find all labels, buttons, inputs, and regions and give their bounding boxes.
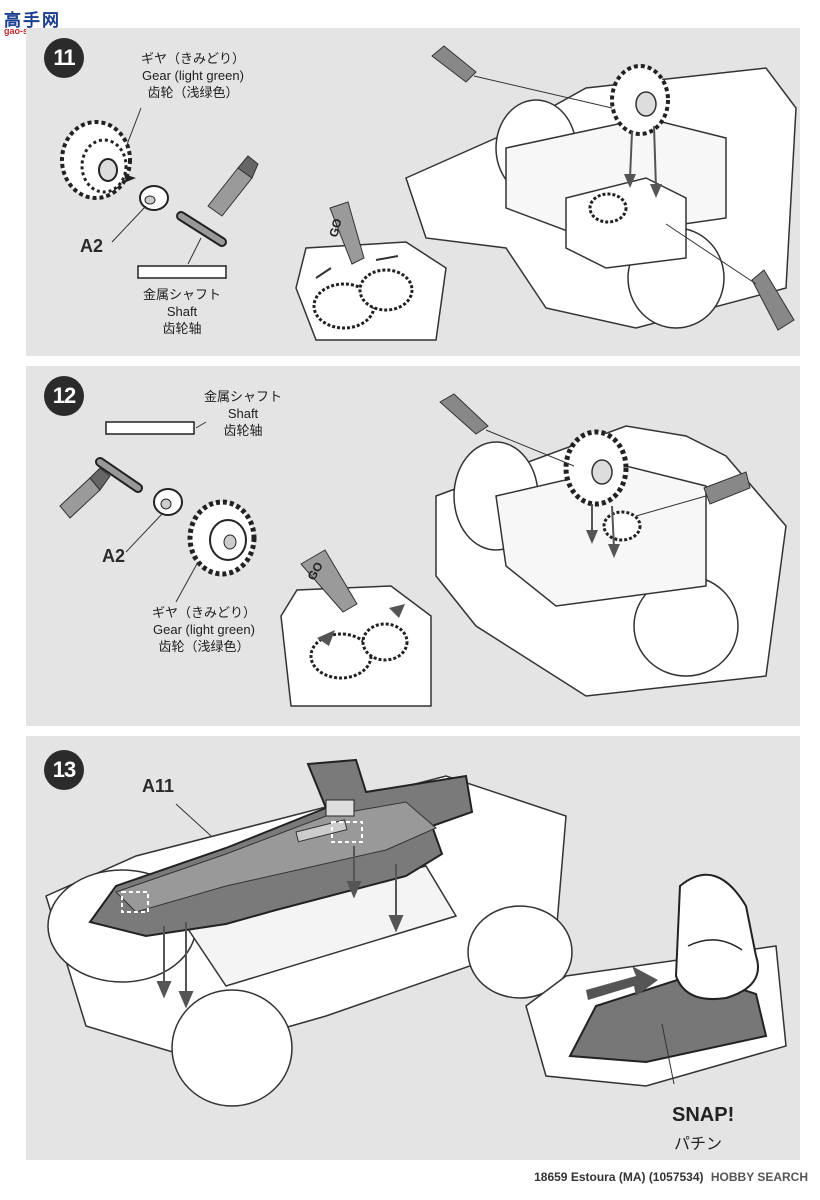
gearbox-inset: GO	[280, 549, 432, 707]
body-part-a11	[88, 758, 474, 938]
chassis-illustration	[405, 64, 797, 329]
snap-label: SNAP!	[672, 1104, 735, 1126]
gear-icon	[60, 120, 136, 200]
part-label-a2: A2	[80, 236, 104, 256]
gear-label: ギヤ（きみどり） Gear (light green) 齿轮（浅绿色）	[140, 51, 245, 100]
step-13-panel: 13 A11	[26, 736, 800, 1160]
step-number: 11	[44, 38, 84, 78]
shaft-label: 金属シャフト Shaft 齿轮轴	[203, 389, 282, 438]
snap-label-jp: パチン	[674, 1134, 723, 1153]
gear-icon	[187, 499, 257, 577]
gearbox-inset: GO	[295, 201, 447, 341]
shaft-label: 金属シャフト Shaft 齿轮轴	[142, 287, 221, 336]
grease-tube-icon	[431, 45, 613, 109]
step-12-panel: 12 金属シャフト Shaft 齿轮轴 A2 ギヤ（きみどり） Gear (li…	[26, 366, 800, 726]
step-11-panel: 11 ギヤ（きみどり） Gear (light green) 齿轮（浅绿色） A…	[26, 28, 800, 356]
finger-icon	[674, 873, 759, 1000]
svg-text:GO: GO	[326, 217, 344, 239]
footer-watermark: HOBBY SEARCH	[710, 1170, 808, 1184]
grease-tube-icon	[665, 223, 795, 331]
grease-tube-icon	[59, 467, 111, 519]
bushing-icon	[139, 185, 169, 211]
gear-label: ギヤ（きみどり） Gear (light green) 齿轮（浅绿色）	[151, 605, 256, 654]
shaft-icon	[95, 457, 143, 493]
bushing-icon	[153, 488, 183, 516]
grease-tube-icon	[207, 155, 259, 217]
step-11-illustration: GO	[60, 45, 797, 341]
part-label-a2: A2	[102, 546, 126, 566]
logo-text: 高手网	[4, 11, 61, 31]
grease-tube-icon	[439, 393, 575, 467]
step-12-illustration: GO	[59, 393, 787, 707]
product-code: 18659 Estoura (MA) (1057534)	[534, 1170, 704, 1184]
step-number: 13	[44, 750, 84, 790]
step-number: 12	[44, 376, 84, 416]
part-label-a11: A11	[142, 776, 175, 796]
step-13-illustration	[45, 758, 787, 1107]
chassis-illustration	[435, 425, 787, 697]
footer: 18659 Estoura (MA) (1057534) HOBBY SEARC…	[534, 1170, 808, 1184]
shaft-icon	[176, 211, 227, 247]
grease-tube-icon	[635, 471, 751, 517]
